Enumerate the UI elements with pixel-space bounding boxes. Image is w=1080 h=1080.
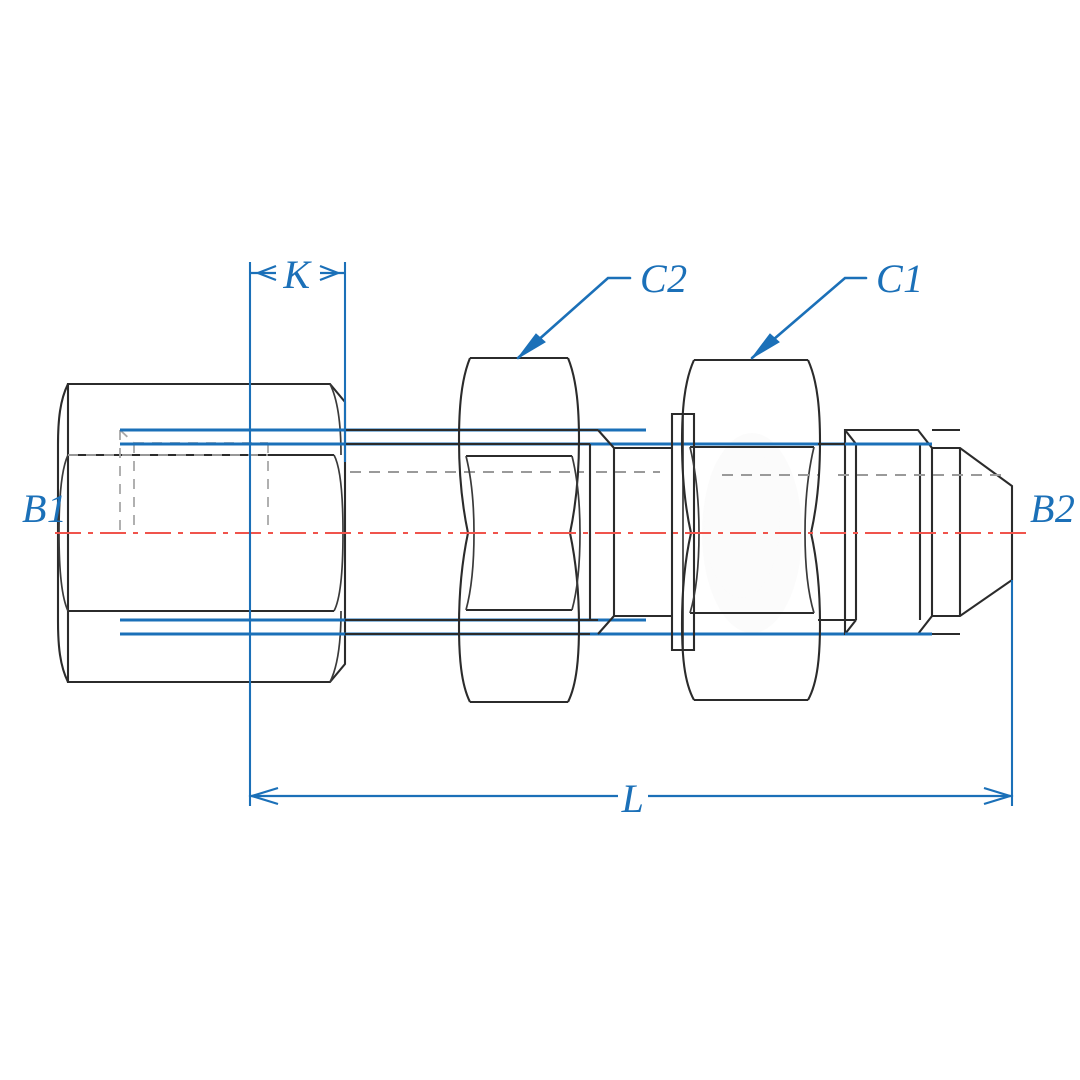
dimension-l: L <box>248 580 1014 821</box>
k-arrow-right <box>319 264 342 282</box>
k-arrow-left <box>254 264 277 282</box>
c2-arrowhead <box>517 333 546 359</box>
c1-arrowhead <box>751 333 780 359</box>
leader-label-c1: C1 <box>876 256 924 301</box>
dimension-label-l: L <box>621 776 645 821</box>
leader-label-c2: C2 <box>640 256 688 301</box>
l-arrow-right <box>983 786 1014 806</box>
callout-label-b2: B2 <box>1030 486 1075 531</box>
leader-c2: C2 <box>516 256 688 360</box>
leader-c1: C1 <box>750 256 924 360</box>
dimension-k: K <box>248 252 347 806</box>
callout-label-b1: B1 <box>22 486 67 531</box>
l-arrow-left <box>248 786 279 806</box>
dimension-label-k: K <box>282 252 312 297</box>
male-thread-lines <box>845 442 932 636</box>
